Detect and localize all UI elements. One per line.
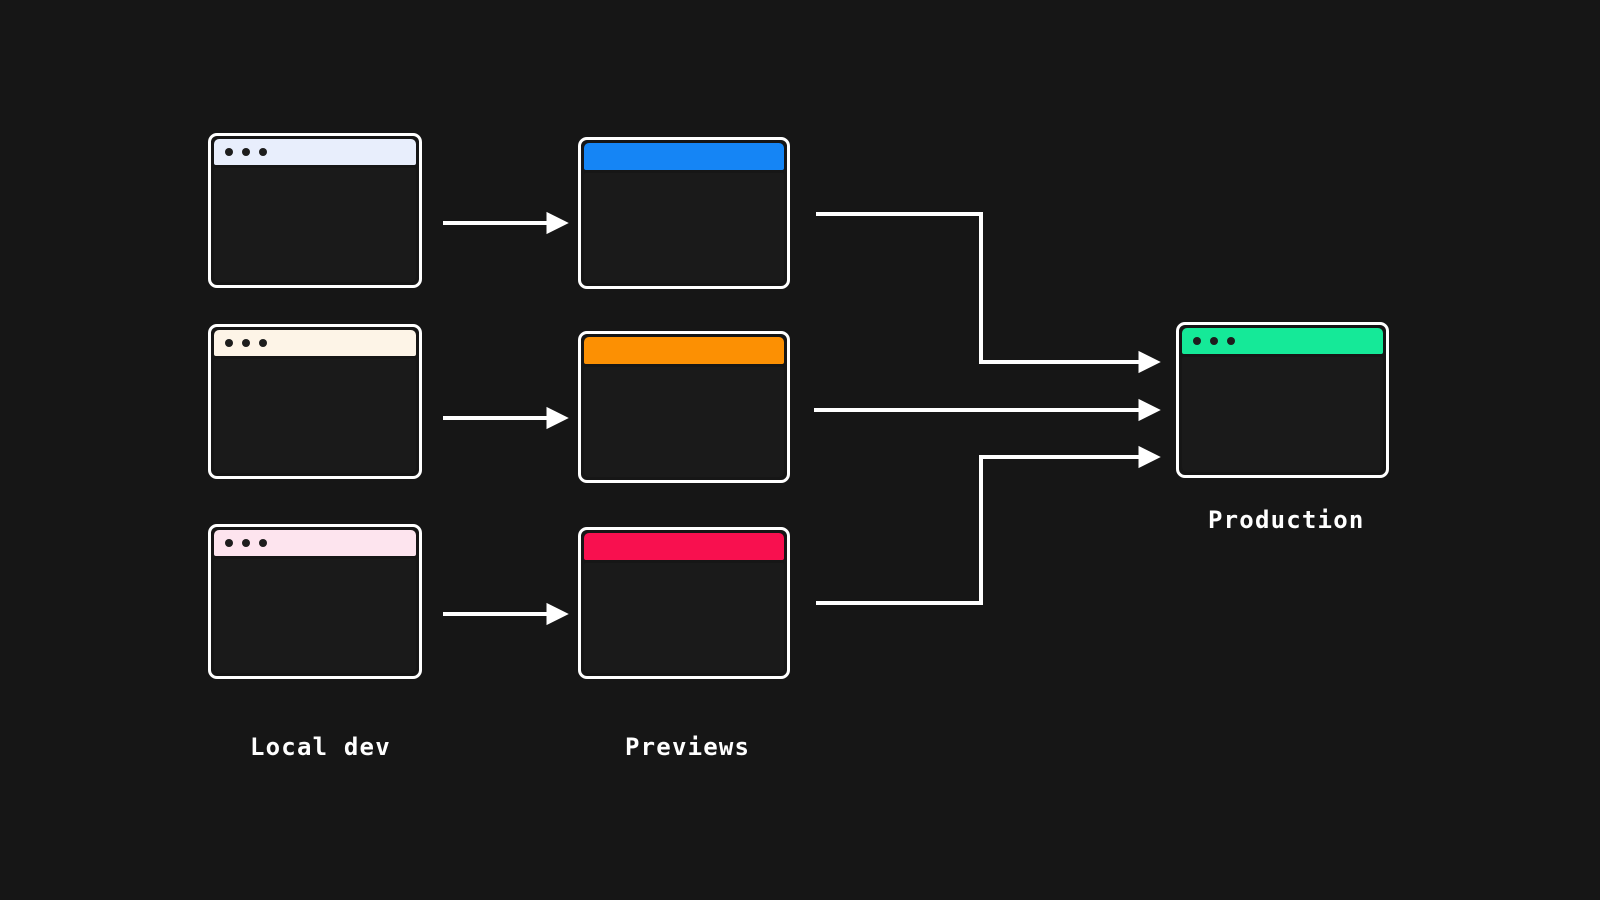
arrow-preview-3-to-production xyxy=(816,445,1161,605)
window-titlebar xyxy=(584,143,784,170)
window-content-area xyxy=(584,563,784,673)
local-dev-window-3[interactable] xyxy=(208,524,422,679)
maximize-dot-icon xyxy=(259,148,267,156)
window-content-area xyxy=(214,359,416,473)
traffic-light-dots xyxy=(225,339,267,347)
window-content-area xyxy=(214,559,416,673)
preview-window-3[interactable] xyxy=(578,527,790,679)
close-dot-icon xyxy=(1193,337,1201,345)
column-label-production: Production xyxy=(1208,506,1365,534)
window-titlebar xyxy=(584,337,784,364)
close-dot-icon xyxy=(225,539,233,547)
close-dot-icon xyxy=(225,339,233,347)
window-content-area xyxy=(584,367,784,477)
local-dev-window-2[interactable] xyxy=(208,324,422,479)
window-content-area xyxy=(214,168,416,282)
minimize-dot-icon xyxy=(242,539,250,547)
window-titlebar xyxy=(214,139,416,165)
window-content-area xyxy=(584,173,784,283)
traffic-light-dots xyxy=(1193,337,1235,345)
close-dot-icon xyxy=(225,148,233,156)
window-content-area xyxy=(1182,357,1383,472)
maximize-dot-icon xyxy=(1227,337,1235,345)
arrow-preview-1-to-production xyxy=(816,212,1161,374)
column-label-previews: Previews xyxy=(625,733,751,761)
traffic-light-dots xyxy=(225,148,267,156)
window-titlebar xyxy=(214,530,416,556)
maximize-dot-icon xyxy=(259,339,267,347)
preview-window-1[interactable] xyxy=(578,137,790,289)
minimize-dot-icon xyxy=(1210,337,1218,345)
local-dev-window-1[interactable] xyxy=(208,133,422,288)
preview-window-2[interactable] xyxy=(578,331,790,483)
column-label-local-dev: Local dev xyxy=(250,733,391,761)
window-titlebar xyxy=(1182,328,1383,354)
minimize-dot-icon xyxy=(242,148,250,156)
window-titlebar xyxy=(584,533,784,560)
window-titlebar xyxy=(214,330,416,356)
production-window[interactable] xyxy=(1176,322,1389,478)
minimize-dot-icon xyxy=(242,339,250,347)
traffic-light-dots xyxy=(225,539,267,547)
maximize-dot-icon xyxy=(259,539,267,547)
